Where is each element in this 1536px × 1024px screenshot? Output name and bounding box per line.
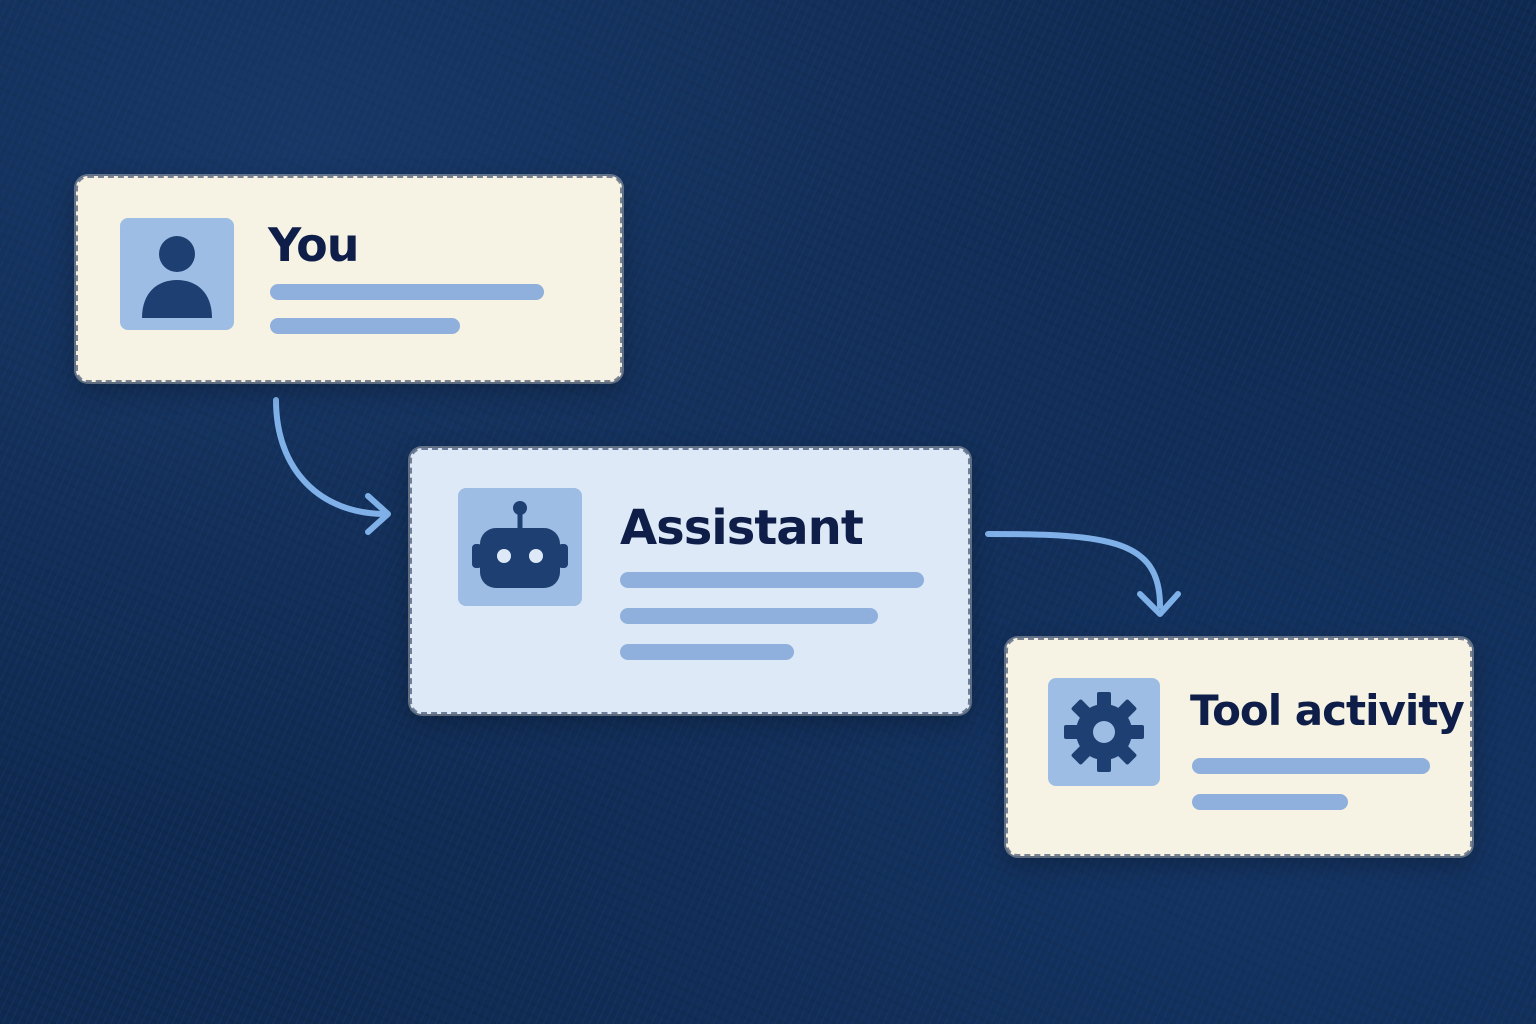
tool-title: Tool activity [1190, 686, 1465, 735]
tool-card: Tool activity [1006, 638, 1472, 856]
arrow-you-to-assistant [273, 397, 389, 517]
you-card: You [76, 176, 622, 382]
arrow-head-you-to-assistant [365, 493, 391, 535]
arrow-head-assistant-to-tool [1137, 591, 1181, 617]
assistant-text-line-2 [620, 608, 878, 624]
gear-icon [1064, 692, 1144, 772]
you-icon-tile [120, 218, 234, 330]
robot-icon [472, 501, 568, 588]
you-title: You [268, 218, 359, 272]
assistant-icon-tile [458, 488, 582, 606]
tool-icon-tile [1048, 678, 1160, 786]
you-text-line-1 [270, 284, 544, 300]
assistant-text-line-1 [620, 572, 924, 588]
assistant-title: Assistant [620, 500, 864, 556]
arrow-assistant-to-tool [985, 531, 1163, 609]
person-icon [142, 236, 212, 318]
tool-text-line-1 [1192, 758, 1430, 774]
assistant-card: Assistant [410, 448, 970, 714]
assistant-text-line-3 [620, 644, 794, 660]
tool-text-line-2 [1192, 794, 1348, 810]
you-text-line-2 [270, 318, 460, 334]
